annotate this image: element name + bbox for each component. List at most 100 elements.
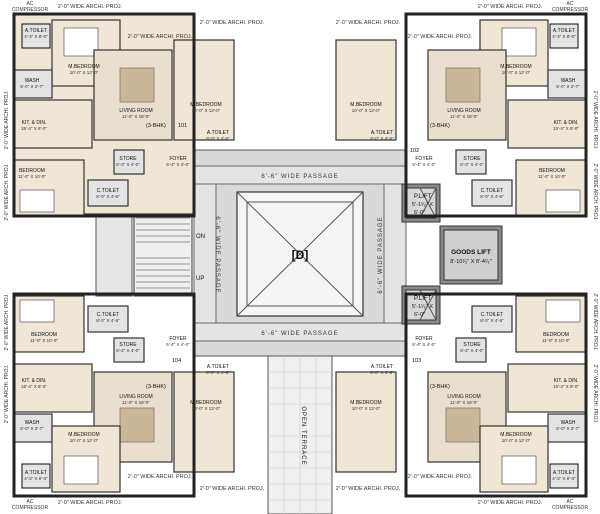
br-bedroom-bed xyxy=(545,299,581,323)
apartment-101 xyxy=(13,13,235,217)
tr-a-toilet-name: A.TOILET xyxy=(553,28,575,34)
unit-103-bhk: (3-BHK) xyxy=(430,384,450,390)
tl-c-toilet-name: C.TOILET xyxy=(97,188,119,194)
tl-store-name: STORE xyxy=(119,156,137,162)
br-kit-name: KIT. & DIN. xyxy=(554,378,579,384)
bl-living-name: LIVING ROOM xyxy=(119,394,152,400)
void-diag-2 xyxy=(236,191,364,317)
tr-kit-name: KIT. & DIN. xyxy=(554,120,579,126)
tl-store xyxy=(113,149,145,175)
bl-m-bedroom-name: M.BEDROOM xyxy=(68,432,99,438)
central-void-inner xyxy=(246,201,354,307)
tl-bedroom-name: BEDROOM xyxy=(19,168,45,174)
br-a-toilet xyxy=(549,463,579,489)
tr-living-dim: 11'-0" X 18'-0" xyxy=(450,114,478,119)
bl-living-rug xyxy=(119,407,155,443)
bl-c-toilet xyxy=(87,305,129,333)
tr-bedroom-bed xyxy=(545,189,581,213)
tl-a-toilet-dim: 4'-3" X 8'-0" xyxy=(24,34,48,39)
tl-wash-name: WASH xyxy=(25,78,40,84)
center-label: [D] xyxy=(292,248,309,262)
ac-bl-2: COMPRESSOR xyxy=(12,505,49,511)
tl-a-toilet xyxy=(21,23,51,49)
unit-104-bhk: (3-BHK) xyxy=(146,384,166,390)
tl-bedroom-dim: 11'-0" X 10'-0" xyxy=(18,174,46,179)
tr-m-bedroom-2 xyxy=(335,39,397,141)
bl-wash-name: WASH xyxy=(25,420,40,426)
br-c-toilet xyxy=(471,305,513,333)
plift-top-name: P.LIFT xyxy=(414,194,432,200)
proj-left-1: 2'-0" WIDE ARCHI. PROJ. xyxy=(4,91,10,150)
proj-bottom-mid-left: 2'-0" WIDE ARCHI. PROJ. xyxy=(128,474,193,480)
plift-bottom-name: P.LIFT xyxy=(414,296,432,302)
tl-m-bedroom-name: M.BEDROOM xyxy=(68,64,99,70)
tl-a-toilet-b-dim: 8'-0" X 4'-6" xyxy=(206,136,230,141)
passage-right-label: 6'-6" WIDE PASSAGE xyxy=(378,216,384,293)
bl-store-dim: 5'-3" X 4'-0" xyxy=(116,348,140,353)
bl-c-toilet-name: C.TOILET xyxy=(97,312,119,318)
ac-tr-2: COMPRESSOR xyxy=(552,7,589,13)
tr-wash-dim: 5'-0" X 3'-7" xyxy=(556,84,580,89)
stair-well-left xyxy=(95,205,133,297)
tr-living-rug xyxy=(445,67,481,103)
tl-store-dim: 5'-3" X 4'-0" xyxy=(116,162,140,167)
bl-m-bedroom-dim: 10'-0" X 12'-0" xyxy=(70,438,99,443)
tl-foyer-dim: 5'-4" X 4'-0" xyxy=(166,162,190,167)
proj-right-2: 2'-0" WIDE ARCH. PROJ. xyxy=(592,163,598,220)
plift-bottom-dim1: 5'-1¹⁄₂" X xyxy=(412,304,433,310)
outer-wall-br xyxy=(404,292,588,498)
br-m-bedroom-dim: 10'-0" X 12'-0" xyxy=(502,438,531,443)
bl-bedroom-name: BEDROOM xyxy=(31,332,57,338)
bl-bed xyxy=(63,455,99,485)
proj-right-1: 2'-0" WIDE ARCHI. PROJ. xyxy=(592,91,598,150)
bl-a-toilet-dim: 4'-3" X 8'-0" xyxy=(24,476,48,481)
apartment-104 xyxy=(13,295,235,493)
tr-bedroom-name: BEDROOM xyxy=(539,168,565,174)
bl-kit xyxy=(13,363,93,413)
tr-foyer-dim: 5'-4" X 4'-0" xyxy=(412,162,436,167)
proj-right-3: 2'-0" WIDE ARCH. PROJ. xyxy=(592,293,598,350)
ac-bl-1: AC xyxy=(27,499,34,505)
br-foyer-name: FOYER xyxy=(415,336,433,342)
unit-102-bhk: (3-BHK) xyxy=(430,123,450,129)
tl-c-toilet xyxy=(87,179,129,207)
goods-lift-name: GOODS LIFT xyxy=(451,249,491,256)
proj-top-right: 2'-0" WIDE ARCHI. PROJ. xyxy=(478,4,543,10)
plift-top-dim2: 6'-0" xyxy=(414,210,425,216)
unit-104-id: 104 xyxy=(172,358,181,364)
proj-bottom-right: 2'-0" WIDE ARCHI. PROJ. xyxy=(478,500,543,506)
bl-foyer-name: FOYER xyxy=(169,336,187,342)
br-c-toilet-name: C.TOILET xyxy=(481,312,503,318)
bl-store xyxy=(113,337,145,363)
passage-left-area xyxy=(193,183,217,324)
ac-br-1: AC xyxy=(567,499,574,505)
ac-tl-1: AC xyxy=(27,1,34,7)
br-wash xyxy=(547,413,587,443)
proj-top-mid-right: 2'-0" WIDE ARCHI. PROJ. xyxy=(336,20,401,26)
outer-wall-tr xyxy=(404,12,588,218)
tr-m-bedroom-name: M.BEDROOM xyxy=(500,64,531,70)
bl-a-toilet-b-name: A.TOILET xyxy=(207,364,229,370)
proj-right-4: 2'-0" WIDE ARCHI. PROJ. xyxy=(592,365,598,424)
br-foyer-dim: 5'-4" X 4'-0" xyxy=(412,342,436,347)
unit-103-id: 103 xyxy=(412,358,421,364)
plift-bottom-dim2: 6'-0" xyxy=(414,312,425,318)
tl-m-bedroom-2 xyxy=(173,39,235,141)
bl-store-name: STORE xyxy=(119,342,137,348)
tl-kit-dim: 15'-4" X 8'-0" xyxy=(21,126,47,131)
tr-kit xyxy=(507,99,587,149)
br-wash-dim: 5'-0" X 3'-7" xyxy=(556,426,580,431)
bl-kit-name: KIT. & DIN. xyxy=(22,378,47,384)
stair-on-label: ON xyxy=(196,234,205,240)
tl-kit-name: KIT. & DIN. xyxy=(22,120,47,126)
plift-top-dim1: 5'-1¹⁄₂" X xyxy=(412,202,433,208)
terrace-tiles xyxy=(268,356,332,514)
bl-foyer-dim: 5'-4" X 4'-0" xyxy=(166,342,190,347)
plift-top-x2 xyxy=(419,187,437,219)
br-store-dim: 5'-3" X 4'-0" xyxy=(460,348,484,353)
tl-m-bedroom-dim: 10'-0" X 12'-0" xyxy=(70,70,99,75)
tr-living-name: LIVING ROOM xyxy=(447,108,480,114)
proj-top-mid-right-2: 2'-0" WIDE ARCHI. PROJ. xyxy=(408,34,473,40)
tl-a-toilet-name: A.TOILET xyxy=(25,28,47,34)
open-terrace-label: OPEN TERRACE xyxy=(300,406,306,465)
